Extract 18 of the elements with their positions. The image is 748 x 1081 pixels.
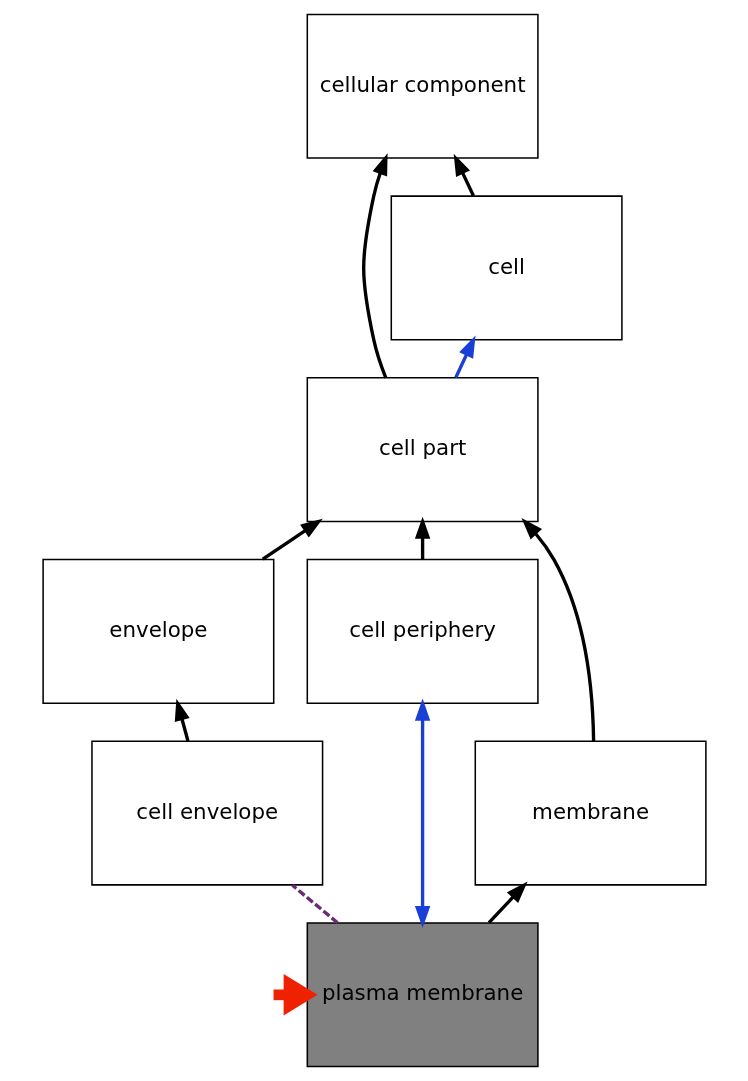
- node-box: cell: [390, 195, 623, 341]
- arrow: [414, 516, 430, 560]
- arrow: [174, 698, 190, 742]
- arrow: [361, 153, 388, 379]
- arrow: [261, 518, 323, 561]
- arrow: [414, 698, 430, 929]
- node-box: cellular component: [306, 13, 539, 159]
- node-box: cell periphery: [306, 558, 539, 704]
- arrow: [453, 153, 475, 197]
- node-box: membrane: [474, 740, 707, 886]
- connector: [290, 884, 339, 924]
- arrow: [487, 881, 528, 924]
- node-box: cell part: [306, 377, 539, 523]
- node-box: cell envelope: [90, 740, 323, 886]
- node-box: envelope: [41, 558, 274, 704]
- node-box: plasma membrane: [306, 922, 539, 1068]
- arrow: [453, 335, 476, 379]
- arrow: [520, 518, 595, 741]
